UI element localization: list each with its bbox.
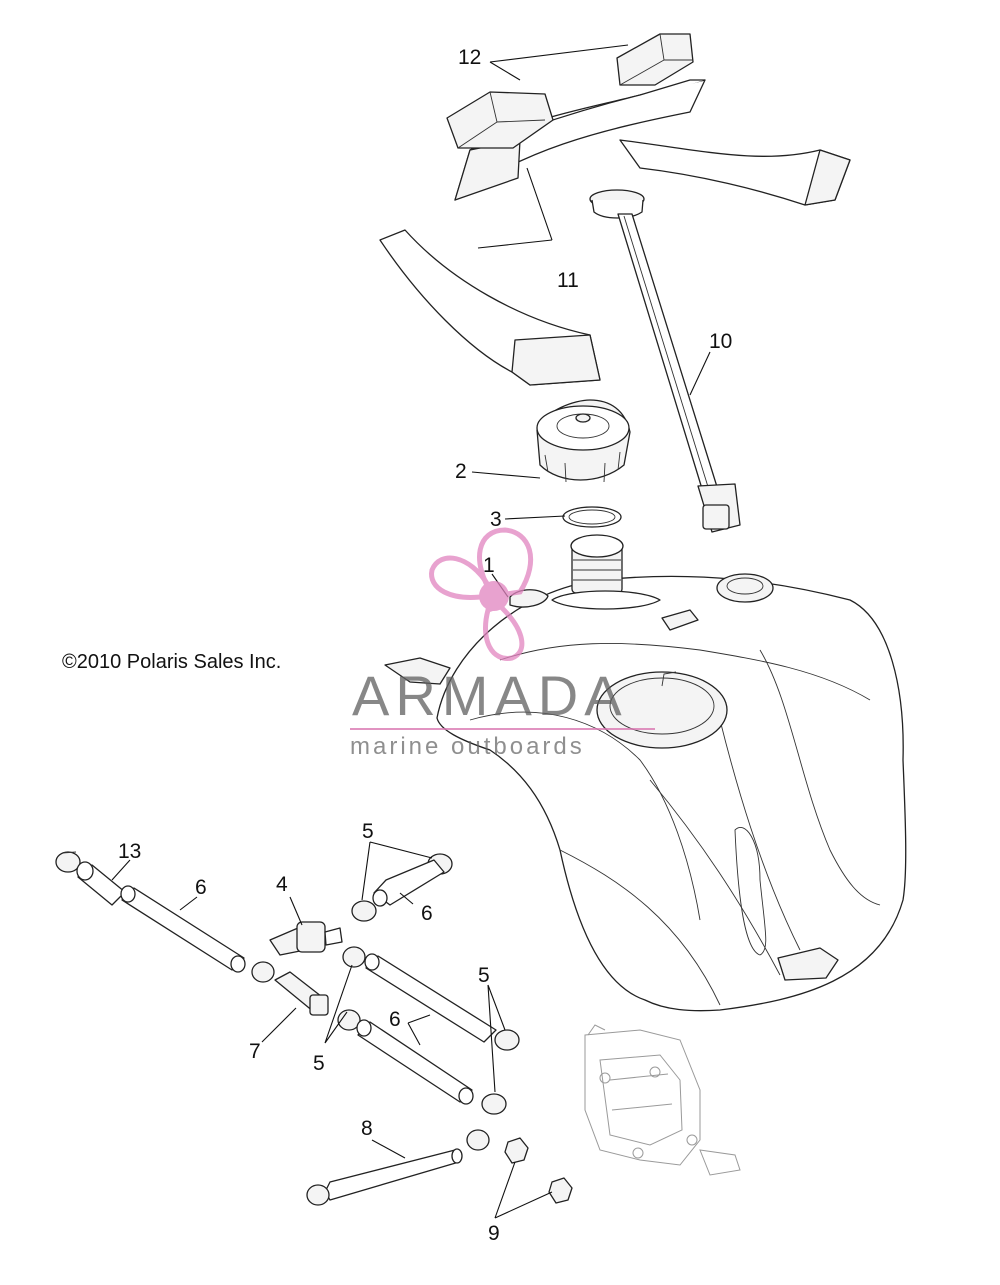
callout-9: 9 xyxy=(488,1222,500,1245)
callout-8: 8 xyxy=(361,1117,373,1140)
callout-13: 13 xyxy=(118,840,141,863)
callout-2: 2 xyxy=(455,460,467,483)
callout-10: 10 xyxy=(709,330,732,353)
watermark-name: ARMADA xyxy=(352,664,628,727)
hose-clamp-13 xyxy=(55,851,81,873)
callout-5-right: 5 xyxy=(478,964,490,987)
clamps-5-middle xyxy=(337,946,520,1115)
callout-6-left: 6 xyxy=(195,876,207,899)
callout-labels: 12 11 10 2 3 1 13 6 4 5 6 5 6 5 7 8 9 xyxy=(118,46,732,1245)
hose-short-left xyxy=(76,861,126,906)
callout-5-bottom: 5 xyxy=(313,1052,325,1075)
o-ring-3 xyxy=(562,506,622,528)
fuel-cap-2 xyxy=(536,399,631,483)
leader-lines xyxy=(111,44,711,1219)
hose-6-middle-lower xyxy=(356,1019,474,1105)
watermark-tagline: marine outboards xyxy=(350,733,585,760)
fuel-sender-10 xyxy=(589,189,741,533)
hose-8 xyxy=(306,1129,490,1206)
callout-6-middle: 6 xyxy=(389,1008,401,1031)
callout-12: 12 xyxy=(458,46,481,69)
check-valve-4 xyxy=(269,921,343,956)
bumper-block-12 xyxy=(446,33,694,149)
hose-6-middle-upper xyxy=(364,953,497,1043)
callout-1: 1 xyxy=(483,554,495,577)
clamp-left-mid xyxy=(251,961,275,983)
copyright-notice: ©2010 Polaris Sales Inc. xyxy=(62,651,282,673)
callout-3: 3 xyxy=(490,508,502,531)
callout-7: 7 xyxy=(249,1040,261,1063)
nuts-9 xyxy=(504,1137,573,1204)
hose-6-top xyxy=(372,859,445,907)
fuel-pump-assembly xyxy=(584,1024,741,1176)
armada-propeller-logo xyxy=(429,527,534,661)
callout-11: 11 xyxy=(557,269,579,292)
callout-5-top: 5 xyxy=(362,820,374,843)
callout-6-top: 6 xyxy=(421,902,433,925)
callout-4: 4 xyxy=(276,873,288,896)
fuel-tank xyxy=(384,534,907,1012)
filter-7 xyxy=(274,971,329,1016)
watermark-rule xyxy=(350,728,655,730)
hose-6-left xyxy=(120,885,246,973)
